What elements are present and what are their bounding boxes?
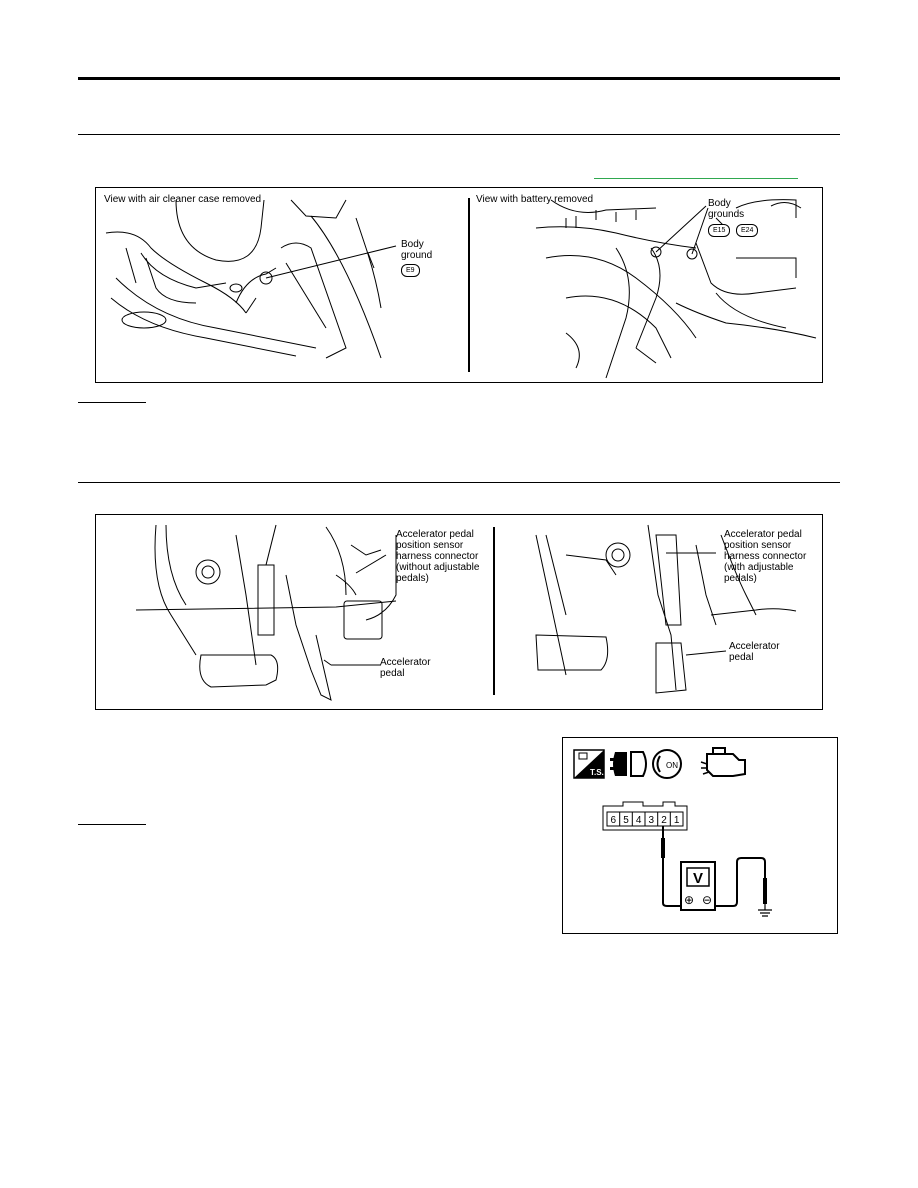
- page-top-rule: [78, 77, 840, 80]
- connector-icon: [610, 751, 647, 777]
- accelerator-pedal-callout-left: Accelerator pedal: [380, 657, 431, 679]
- pedal-connector-callout-left: Accelerator pedal position sensor harnes…: [396, 529, 480, 584]
- pedal-connector-callout-right: Accelerator pedal position sensor harnes…: [724, 529, 807, 584]
- svg-text:2: 2: [661, 815, 667, 826]
- ignition-on-icon: ON: [652, 749, 682, 779]
- voltage-check-diagram: T.S. ON 6: [573, 747, 772, 917]
- svg-text:4: 4: [636, 815, 642, 826]
- left-view-title: View with air cleaner case removed: [104, 194, 262, 205]
- accelerator-pedal-figure: Accelerator pedal position sensor harnes…: [95, 514, 823, 710]
- view-divider: [468, 198, 470, 372]
- view-divider-2: [493, 527, 495, 695]
- body-ground-figure: View with air cleaner case removed View …: [95, 187, 823, 383]
- svg-text:3: 3: [649, 815, 655, 826]
- ok-ng-marker-1: [78, 402, 146, 403]
- pedal-illustration: [135, 524, 797, 701]
- svg-text:1: 1: [674, 815, 680, 826]
- engine-icon: [700, 747, 746, 777]
- body-grounds-callout: Body grounds: [708, 198, 745, 220]
- reference-link[interactable]: [594, 178, 798, 179]
- svg-text:ON: ON: [666, 761, 678, 770]
- body-ground-callout: Body ground: [401, 239, 433, 261]
- svg-text:6: 6: [611, 815, 617, 826]
- svg-text:⊕: ⊕: [684, 893, 694, 907]
- section-rule-2: [78, 482, 840, 483]
- svg-text:T.S.: T.S.: [590, 768, 604, 777]
- ts-icon: T.S.: [573, 749, 605, 779]
- accelerator-pedal-callout-right: Accelerator pedal: [729, 641, 780, 663]
- right-view-title: View with battery removed: [476, 194, 594, 205]
- svg-text:5: 5: [623, 815, 629, 826]
- connector-badge-e9: E9: [401, 264, 420, 277]
- svg-text:⊖: ⊖: [702, 893, 712, 907]
- connector-badge-e24: E24: [736, 224, 759, 237]
- section-rule-1: [78, 134, 840, 135]
- engine-bay-illustration: [105, 199, 817, 379]
- voltage-check-figure: T.S. ON 6: [562, 737, 838, 934]
- svg-text:V: V: [693, 870, 703, 887]
- ok-ng-marker-2: [78, 824, 146, 825]
- connector-badge-e15: E15: [708, 224, 731, 237]
